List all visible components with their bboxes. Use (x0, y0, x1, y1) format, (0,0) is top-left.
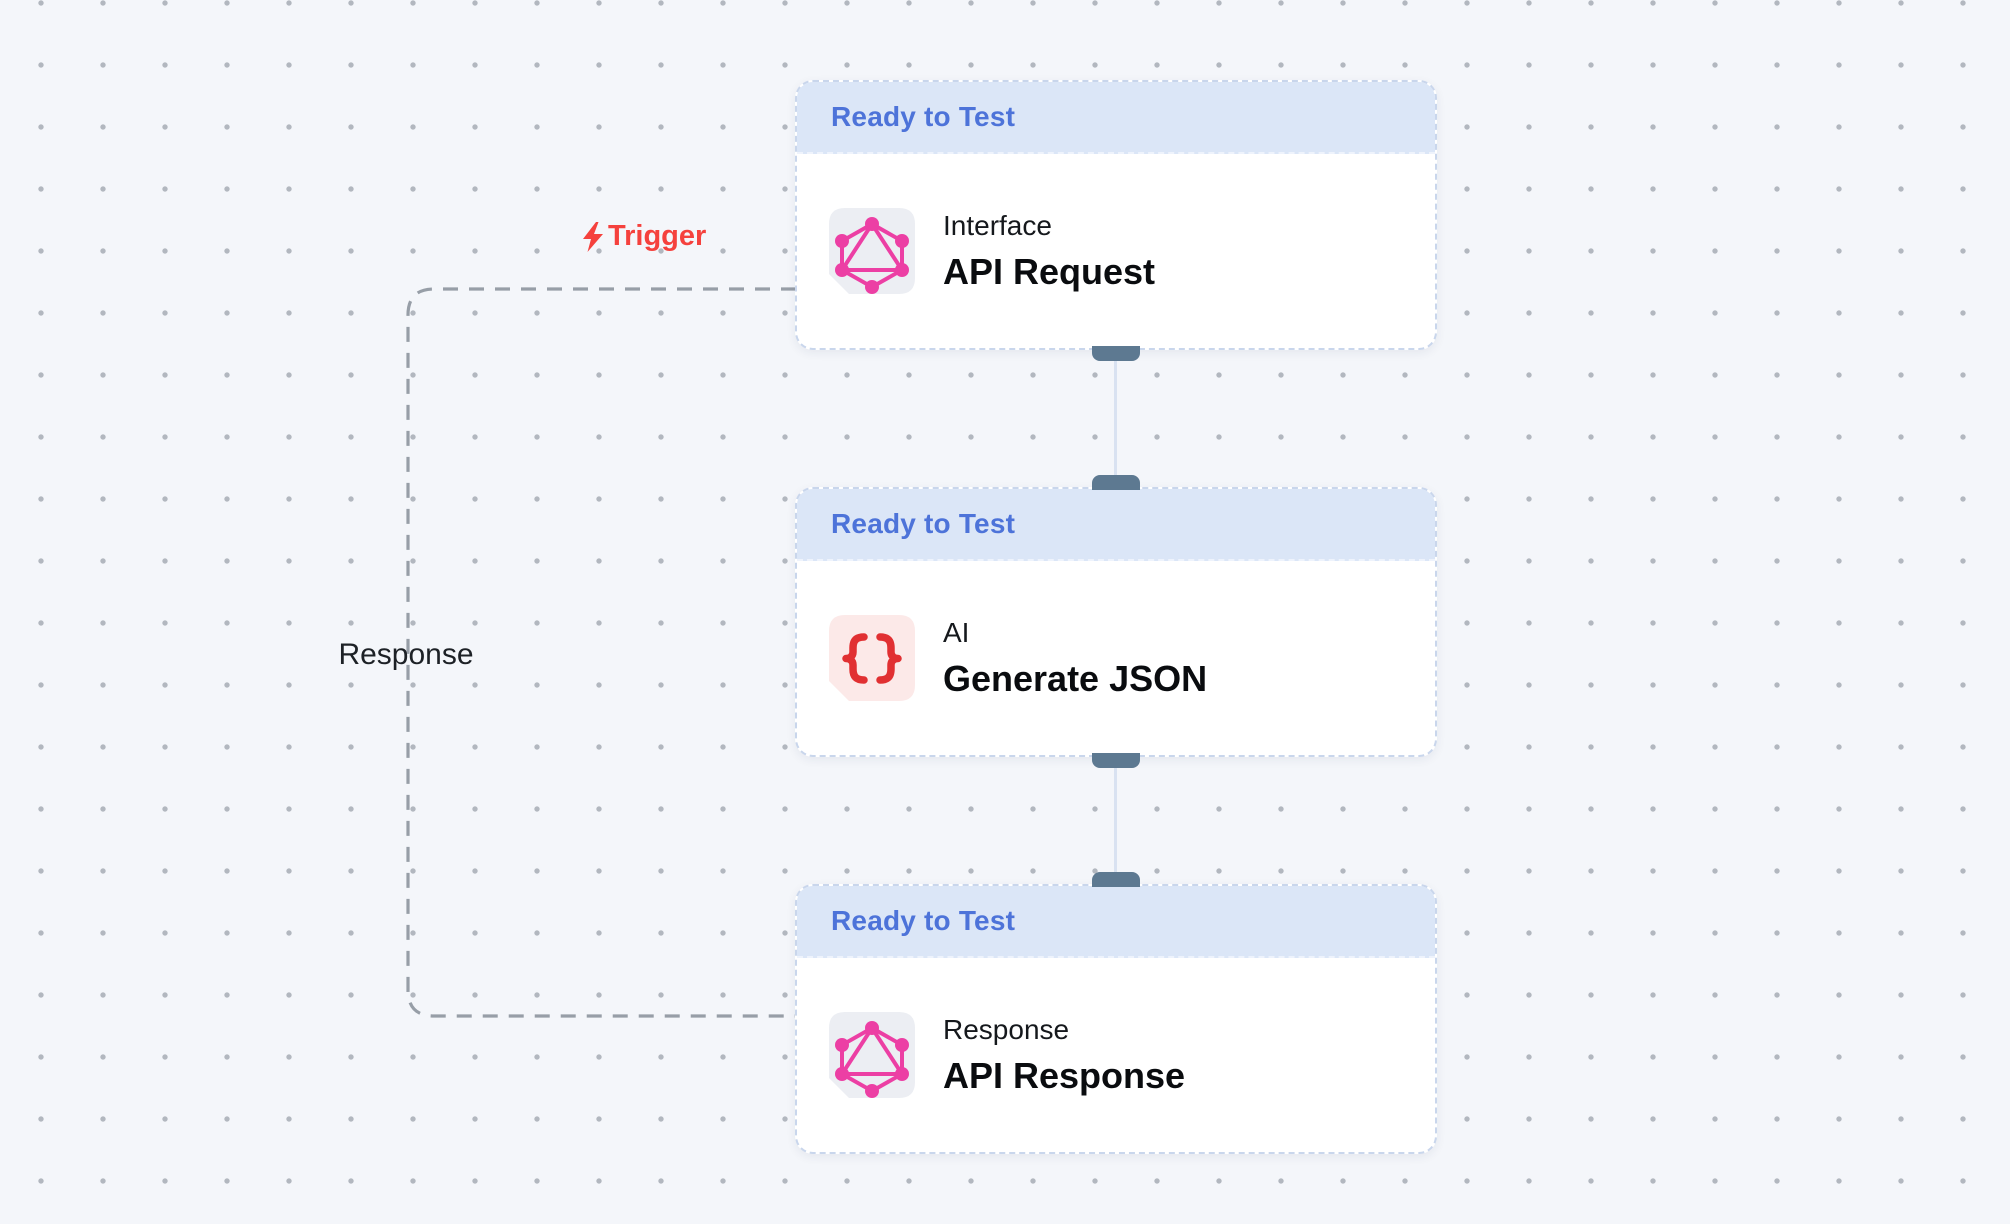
node-title: API Request (943, 251, 1156, 293)
node-category: AI (943, 617, 970, 649)
node-status-bar: Ready to Test (797, 82, 1435, 154)
node-title: API Response (943, 1055, 1186, 1097)
status-badge: Ready to Test (831, 508, 1016, 539)
lightning-bolt-icon (583, 221, 603, 252)
graphql-icon (829, 1012, 915, 1098)
node-api-response[interactable]: Ready to Test Response (795, 884, 1437, 1154)
node-category: Interface (943, 210, 1052, 242)
edge-json-to-response (1114, 755, 1117, 887)
loop-edge-label: Response (338, 638, 474, 671)
node-status-bar: Ready to Test (797, 489, 1435, 561)
output-handle-generate-json[interactable] (1092, 753, 1140, 768)
graphql-icon (829, 208, 915, 294)
input-handle-api-response[interactable] (1092, 872, 1140, 887)
node-body: Interface API Request (797, 154, 1435, 348)
edge-request-to-json (1114, 352, 1117, 488)
node-title: Generate JSON (943, 658, 1208, 700)
node-body: AI Generate JSON (797, 561, 1435, 755)
node-generate-json[interactable]: Ready to Test AI Generate JSON (795, 487, 1437, 757)
status-badge: Ready to Test (831, 101, 1016, 132)
braces-icon (829, 615, 915, 701)
output-handle-api-request[interactable] (1092, 346, 1140, 361)
node-api-request[interactable]: Ready to Test Interface (795, 80, 1437, 350)
trigger-label-text: Trigger (608, 220, 707, 252)
node-category: Response (943, 1014, 1070, 1046)
input-handle-generate-json[interactable] (1092, 475, 1140, 490)
node-body: Response API Response (797, 958, 1435, 1152)
node-status-bar: Ready to Test (797, 886, 1435, 958)
status-badge: Ready to Test (831, 905, 1016, 936)
trigger-label: Trigger (580, 220, 706, 253)
